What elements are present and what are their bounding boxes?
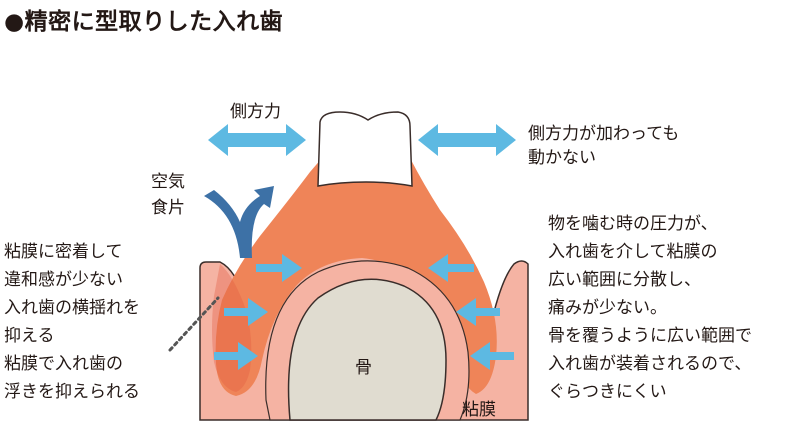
tooth	[317, 111, 413, 187]
right-text-line: 骨を覆うように広い範囲で	[548, 326, 752, 346]
left-text-line: 違和感が少ない	[4, 270, 123, 290]
right-text-line: 広い範囲に分散し、	[548, 270, 701, 290]
label-lateral-force: 側方力	[230, 102, 281, 122]
pressure-arrow	[224, 298, 268, 326]
left-text-line: 抑える	[4, 326, 55, 346]
right-text-line: 入れ歯が装着されるので、	[548, 354, 752, 374]
page-title: ●精密に型取りした入れ歯	[4, 9, 284, 35]
right-text-line: 痛みが少ない。	[548, 298, 667, 318]
label-air: 空気	[151, 172, 185, 192]
pressure-arrow	[470, 342, 514, 370]
lateral-force-arrow-left	[208, 124, 306, 156]
label-lateral-force-note-1: 側方力が加わっても	[528, 124, 680, 144]
denture-base	[215, 158, 497, 396]
bone-shape	[287, 278, 447, 421]
pressure-arrows	[214, 254, 514, 370]
pressure-arrow	[428, 254, 474, 282]
left-text-line: 粘膜に密着して	[4, 242, 123, 262]
label-mucosa: 粘膜	[462, 400, 496, 420]
label-bone: 骨	[355, 358, 372, 378]
left-text-line: 浮きを抑えられる	[4, 382, 140, 402]
right-text-line: 入れ歯を介して粘膜の	[548, 242, 718, 262]
left-text-line: 粘膜で入れ歯の	[4, 354, 123, 374]
pressure-arrow	[256, 254, 302, 282]
pressure-arrow	[456, 298, 500, 326]
right-text-line: 物を噛む時の圧力が、	[548, 214, 718, 234]
label-food: 食片	[151, 198, 185, 218]
right-text-line: ぐらつきにくい	[548, 382, 667, 402]
leader-dotted-line	[168, 296, 220, 352]
air-food-arrow	[204, 186, 274, 258]
left-text-line: 入れ歯の横揺れを	[4, 298, 140, 318]
lateral-force-arrow-right	[418, 124, 516, 156]
label-lateral-force-note-2: 動かない	[528, 148, 596, 168]
pressure-arrow	[214, 342, 258, 370]
